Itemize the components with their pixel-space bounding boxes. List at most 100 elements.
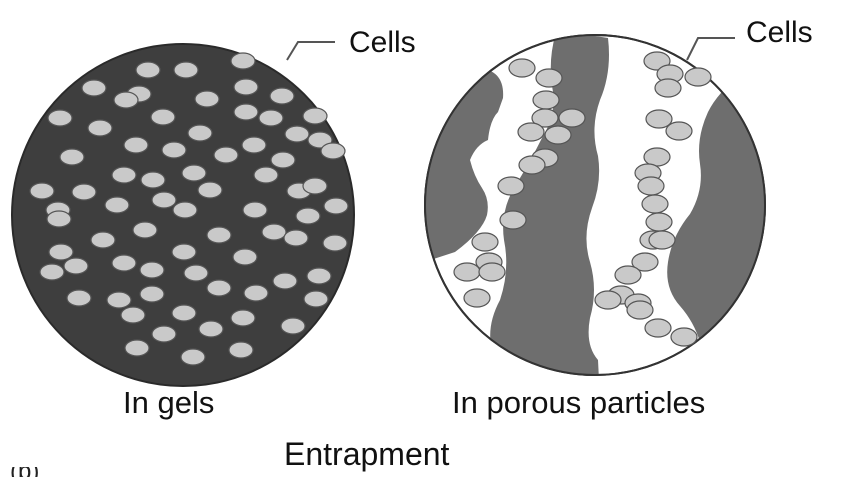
pore-cell <box>545 126 571 144</box>
pore-cell <box>655 79 681 97</box>
pore-cell <box>518 123 544 141</box>
gel-cell <box>133 222 157 238</box>
gel-cell <box>91 232 115 248</box>
gel-cell <box>242 137 266 153</box>
pore-cell <box>464 289 490 307</box>
gel-cell <box>285 126 309 142</box>
gel-cell <box>281 318 305 334</box>
gel-cell <box>229 342 253 358</box>
gel-cell <box>303 178 327 194</box>
gel-cell <box>198 182 222 198</box>
gel-cell <box>188 125 212 141</box>
pore-cell <box>685 68 711 86</box>
gel-cell <box>199 321 223 337</box>
gel-cell <box>151 109 175 125</box>
gel-cell <box>140 286 164 302</box>
gel-cell <box>105 197 129 213</box>
gel-cell <box>323 235 347 251</box>
pore-cell <box>536 69 562 87</box>
pore-cell <box>646 213 672 231</box>
gel-cell <box>67 290 91 306</box>
pore-cell <box>519 156 545 174</box>
gel-cell <box>324 198 348 214</box>
gel-bead <box>12 44 354 386</box>
pore-cell <box>666 122 692 140</box>
gel-cell <box>82 80 106 96</box>
cells-leader-left <box>287 42 335 60</box>
gel-cell <box>162 142 186 158</box>
gel-cell <box>195 91 219 107</box>
gel-cell <box>244 285 268 301</box>
pore-cell <box>472 233 498 251</box>
gel-cell <box>136 62 160 78</box>
pore-cell <box>559 109 585 127</box>
pore-cell <box>533 91 559 109</box>
caption-in-gels: In gels <box>123 385 214 421</box>
gel-cell <box>88 120 112 136</box>
gel-cell <box>262 224 286 240</box>
gel-cell <box>270 88 294 104</box>
gel-cell <box>307 268 331 284</box>
gel-cell <box>114 92 138 108</box>
cells-label-right: Cells <box>746 16 813 50</box>
gel-cell <box>112 255 136 271</box>
gel-cell <box>233 249 257 265</box>
caption-in-porous-particles: In porous particles <box>452 385 705 421</box>
gel-cell <box>140 262 164 278</box>
gel-cell <box>296 208 320 224</box>
porous-particle <box>400 30 775 400</box>
gel-cell <box>231 310 255 326</box>
pore-cell <box>645 319 671 337</box>
gel-cell <box>107 292 131 308</box>
gel-cell <box>30 183 54 199</box>
pore-cell <box>500 211 526 229</box>
gel-cell <box>173 202 197 218</box>
gel-cell <box>60 149 84 165</box>
gel-cell <box>40 264 64 280</box>
pore-cell <box>479 263 505 281</box>
gel-cell <box>214 147 238 163</box>
pore-cell <box>642 195 668 213</box>
gel-cell <box>234 104 258 120</box>
pore-cell <box>615 266 641 284</box>
pore-cell <box>454 263 480 281</box>
gel-cell <box>47 211 71 227</box>
gel-cell <box>254 167 278 183</box>
gel-cell <box>231 53 255 69</box>
gel-cell <box>152 326 176 342</box>
gel-cell <box>321 143 345 159</box>
pore-cell <box>644 148 670 166</box>
pore-cell <box>627 301 653 319</box>
gel-cell <box>72 184 96 200</box>
gel-cell <box>243 202 267 218</box>
gel-cell <box>284 230 308 246</box>
gel-cell <box>124 137 148 153</box>
gel-cell <box>172 244 196 260</box>
gel-cell <box>174 62 198 78</box>
gel-cell <box>112 167 136 183</box>
gel-cell <box>303 108 327 124</box>
gel-cell <box>152 192 176 208</box>
pore-cell <box>649 231 675 249</box>
pore-cell <box>671 328 697 346</box>
gel-cell <box>181 349 205 365</box>
pore-cell <box>595 291 621 309</box>
gel-cell <box>271 152 295 168</box>
pore-cell <box>498 177 524 195</box>
gel-cell <box>182 165 206 181</box>
gel-cell <box>207 280 231 296</box>
gel-cell <box>49 244 73 260</box>
cells-leader-right <box>687 38 735 60</box>
gel-cell <box>259 110 283 126</box>
gel-cell <box>121 307 145 323</box>
gel-cell <box>207 227 231 243</box>
gel-cell <box>234 79 258 95</box>
gel-cell <box>64 258 88 274</box>
cells-label-left: Cells <box>349 26 416 60</box>
title-entrapment: Entrapment <box>284 436 449 473</box>
cropped-panel-mark: (b) <box>10 467 54 477</box>
pore-cell <box>638 177 664 195</box>
pore-cell <box>509 59 535 77</box>
gel-cell <box>273 273 297 289</box>
gel-cell <box>172 305 196 321</box>
